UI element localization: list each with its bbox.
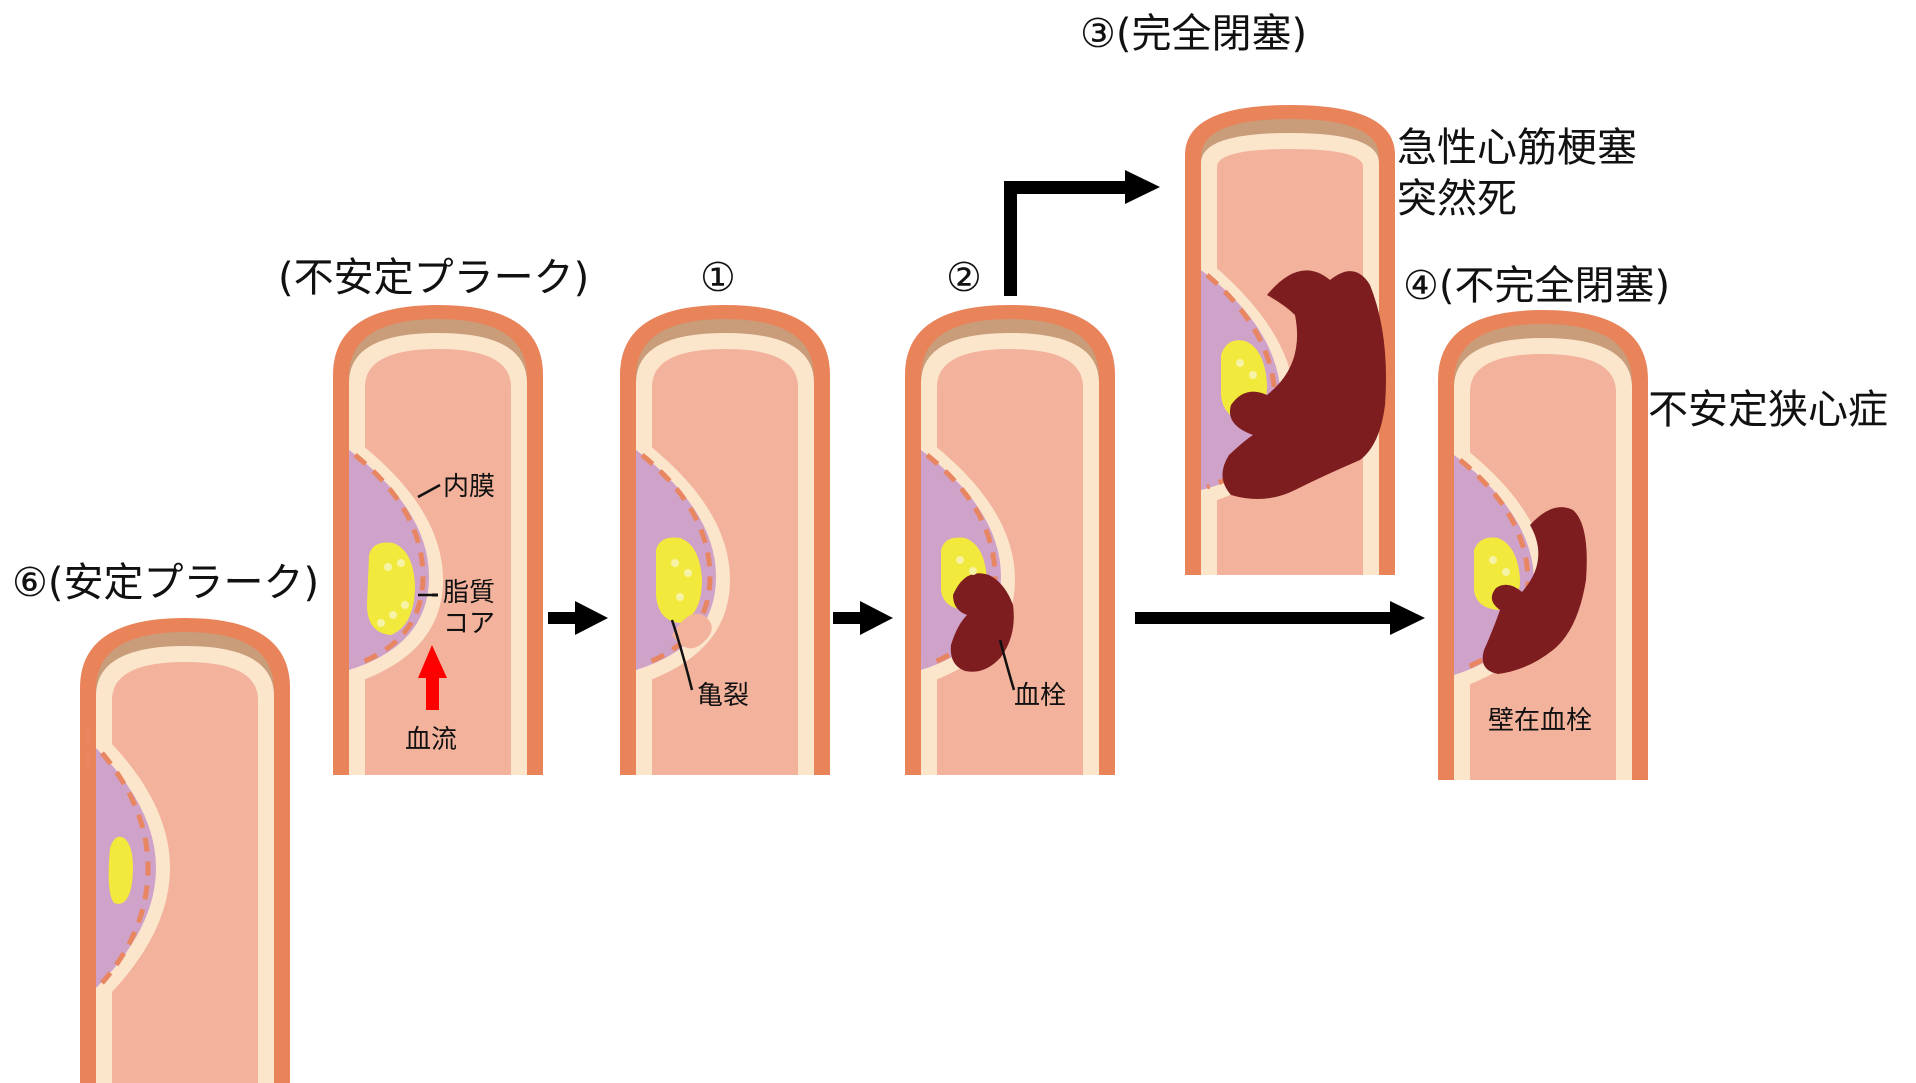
label-step2: ② bbox=[946, 258, 982, 298]
annotation-blood-flow: 血流 bbox=[405, 727, 457, 753]
label-outcome4: 不安定狭心症 bbox=[1648, 390, 1888, 430]
annotation-rupture: 亀裂 bbox=[697, 683, 749, 709]
label-outcome3-line1: 急性心筋梗塞 bbox=[1397, 128, 1637, 168]
label-step3: ③(完全閉塞) bbox=[1080, 14, 1307, 54]
label-unstable-plaque: (不安定プラーク) bbox=[278, 258, 589, 298]
vessel-stable bbox=[80, 618, 290, 1083]
annotation-mural-thrombus: 壁在血栓 bbox=[1488, 708, 1592, 734]
label-step4: ④(不完全閉塞) bbox=[1403, 266, 1670, 306]
annotation-lipid-core-line1: 脂質 bbox=[443, 580, 495, 606]
label-outcome3-line2: 突然死 bbox=[1397, 179, 1517, 219]
label-stable-plaque: ⑥(安定プラーク) bbox=[12, 563, 319, 603]
annotation-thrombus: 血栓 bbox=[1014, 683, 1066, 709]
vessel-step3 bbox=[1185, 105, 1395, 575]
annotation-lipid-core-line2: コア bbox=[443, 611, 495, 637]
label-step1: ① bbox=[700, 258, 736, 298]
vessel-step2 bbox=[905, 305, 1115, 775]
annotation-intima: 内膜 bbox=[443, 474, 495, 500]
